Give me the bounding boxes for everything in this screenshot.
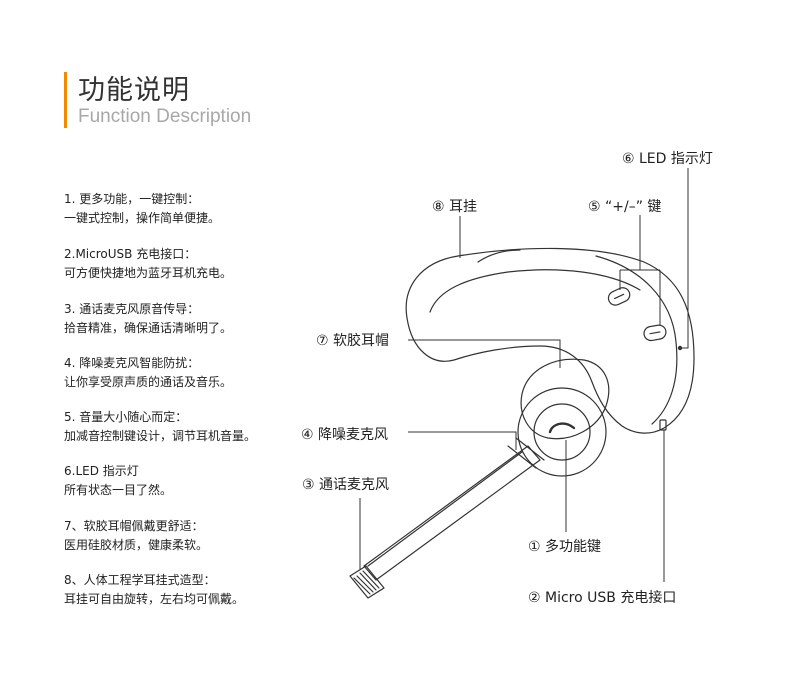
feature-item-4: 4. 降噪麦克风智能防扰： 让你享受原声质的通话及音乐。 <box>64 354 232 392</box>
feature-item-3: 3. 通话麦克风原音传导： 拾音精准，确保通话清晰明了。 <box>64 300 232 338</box>
feature-item-1: 1. 更多功能，一键控制： 一键式控制，操作简单便捷。 <box>64 190 220 228</box>
feature-title: 5. 音量大小随心而定： <box>64 410 188 424</box>
call-mic-tip <box>349 565 385 599</box>
multi-button-inner <box>533 403 591 461</box>
page-subtitle: Function Description <box>78 106 252 127</box>
volume-plus-button <box>607 287 631 306</box>
eartip <box>520 358 610 440</box>
callout-led: ⑥ LED 指示灯 <box>622 151 713 167</box>
feature-title: 1. 更多功能，一键控制： <box>64 192 200 206</box>
feature-desc: 耳挂可自由旋转，左右均可佩戴。 <box>64 592 245 606</box>
accent-bar <box>64 72 67 128</box>
led-dot <box>677 345 683 351</box>
callout-earhook: ⑧ 耳挂 <box>432 199 478 215</box>
earhook-groove <box>429 269 641 313</box>
volume-minus-button <box>643 324 667 342</box>
leader-led <box>682 168 689 349</box>
leader-volume <box>619 215 661 325</box>
feature-item-5: 5. 音量大小随心而定： 加减音控制键设计，调节耳机音量。 <box>64 408 256 446</box>
page-title: 功能说明 <box>78 75 190 106</box>
feature-desc: 拾音精准，确保通话清晰明了。 <box>64 321 233 335</box>
callout-usb: ② Micro USB 充电接口 <box>528 590 677 606</box>
feature-item-6: 6.LED 指示灯 所有状态一目了然。 <box>64 462 172 500</box>
headset-illustration <box>349 247 695 599</box>
boom-arm-line <box>367 451 523 567</box>
callout-multi-button: ① 多功能键 <box>528 539 602 555</box>
multi-button-housing <box>517 387 607 477</box>
feature-desc: 可方便快捷地为蓝牙耳机充电。 <box>64 266 233 280</box>
feature-title: 7、软胶耳帽佩戴更舒适： <box>64 519 204 533</box>
feature-item-8: 8、人体工程学耳挂式造型： 耳挂可自由旋转，左右均可佩戴。 <box>64 571 244 609</box>
feature-item-7: 7、软胶耳帽佩戴更舒适： 医用硅胶材质，健康柔软。 <box>64 517 208 555</box>
feature-title: 8、人体工程学耳挂式造型： <box>64 573 216 587</box>
feature-item-2: 2.MicroUSB 充电接口： 可方便快捷地为蓝牙耳机充电。 <box>64 245 232 283</box>
feature-title: 2.MicroUSB 充电接口： <box>64 247 197 261</box>
phone-icon <box>548 422 576 434</box>
feature-desc: 医用硅胶材质，健康柔软。 <box>64 538 209 552</box>
earhook-ridge <box>477 249 521 263</box>
usb-port <box>659 419 667 431</box>
callout-eartip: ⑦ 软胶耳帽 <box>316 333 390 349</box>
callout-noise-mic: ④ 降噪麦克风 <box>301 427 389 443</box>
feature-desc: 一键式控制，操作简单便捷。 <box>64 211 221 225</box>
leader-lines <box>359 168 689 582</box>
feature-desc: 所有状态一目了然。 <box>64 483 173 497</box>
leader-noise-mic <box>408 431 517 450</box>
callout-volume: ⑤ “+/–” 键 <box>588 199 662 215</box>
callout-call-mic: ③ 通话麦克风 <box>302 477 390 493</box>
feature-title: 4. 降噪麦克风智能防扰： <box>64 356 200 370</box>
leader-eartip <box>408 339 561 368</box>
feature-desc: 让你享受原声质的通话及音乐。 <box>64 375 233 389</box>
feature-title: 3. 通话麦克风原音传导： <box>64 302 200 316</box>
boom-arm <box>363 445 541 581</box>
feature-title: 6.LED 指示灯 <box>64 464 139 478</box>
boom-joint <box>507 437 545 469</box>
feature-desc: 加减音控制键设计，调节耳机音量。 <box>64 429 257 443</box>
